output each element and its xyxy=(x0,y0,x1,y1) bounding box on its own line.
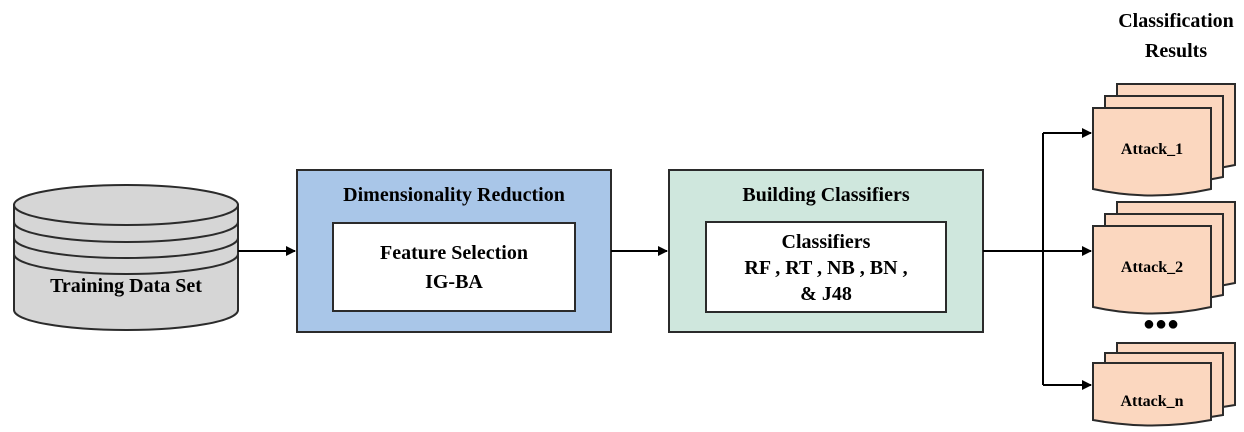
feature-selection-line2: IG-BA xyxy=(425,271,483,293)
document-page-icon xyxy=(1092,362,1212,427)
result-document-attack-n xyxy=(1092,342,1236,427)
classifiers-line2: RF , RT , NB , BN , xyxy=(744,257,907,279)
classifiers-line1: Classifiers xyxy=(782,231,871,253)
attack-1-label: Attack_1 xyxy=(1121,141,1183,158)
connectors xyxy=(238,128,1092,390)
result-document-attack-1 xyxy=(1092,83,1236,197)
attack-2-label: Attack_2 xyxy=(1121,259,1183,276)
feature-selection-box xyxy=(332,222,576,312)
results-heading-line1: Classification xyxy=(1118,10,1234,32)
cylinder-disk-line xyxy=(13,253,239,275)
result-document-attack-2 xyxy=(1092,201,1236,315)
cylinder-disk-line xyxy=(13,237,239,259)
training-data-cylinder-icon xyxy=(13,184,239,331)
dimensionality-reduction-title: Dimensionality Reduction xyxy=(343,184,565,206)
classifiers-line3: & J48 xyxy=(800,283,852,305)
document-page-icon xyxy=(1092,225,1212,315)
attack-n-label: Attack_n xyxy=(1120,393,1183,410)
building-classifiers-title: Building Classifiers xyxy=(742,184,909,206)
document-page-icon xyxy=(1092,107,1212,197)
results-heading-line2: Results xyxy=(1145,40,1207,62)
feature-selection-line1: Feature Selection xyxy=(380,242,528,264)
ellipsis-dots: ●●● xyxy=(1143,313,1179,335)
cylinder-top xyxy=(13,184,239,226)
cylinder-disk-line xyxy=(13,221,239,243)
classifiers-box xyxy=(705,221,947,313)
cylinder-body xyxy=(13,204,239,331)
training-data-label: Training Data Set xyxy=(50,275,202,297)
